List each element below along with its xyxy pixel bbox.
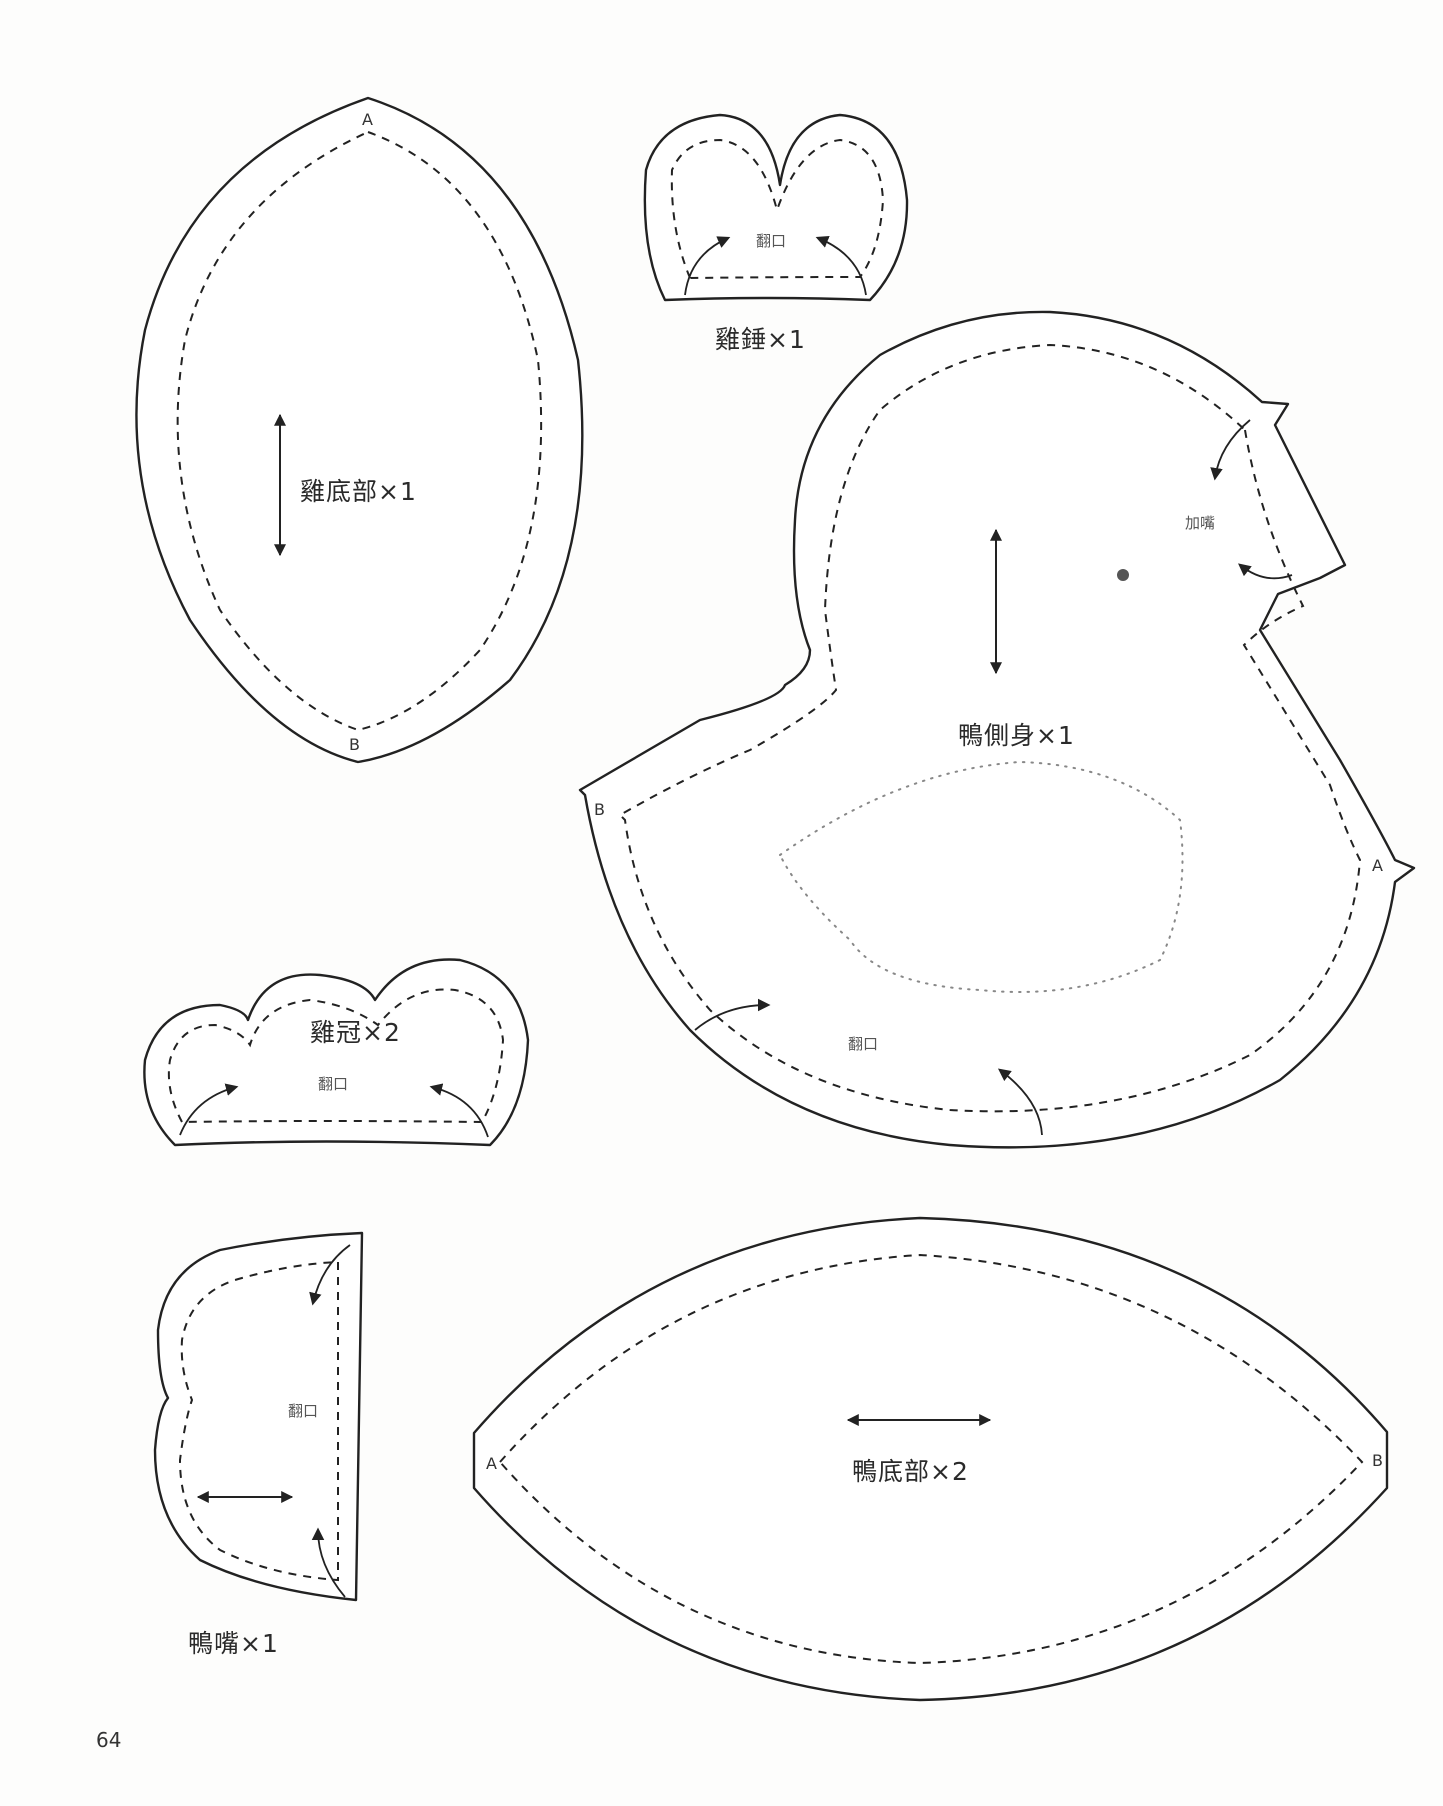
chicken-bottom-label: 雞底部×1 bbox=[300, 477, 417, 506]
turn-arrow-icon bbox=[997, 1068, 1043, 1136]
duck-bottom-label: 鴨底部×2 bbox=[852, 1457, 969, 1486]
seam-mark-a: A bbox=[1372, 856, 1383, 875]
drumstick-piece bbox=[643, 113, 909, 302]
turn-arrow-icon bbox=[1238, 563, 1293, 580]
turn-arrow-icon bbox=[429, 1083, 489, 1138]
add-beak-label: 加嘴 bbox=[1185, 514, 1216, 532]
turning-opening-label: 翻口 bbox=[756, 232, 787, 250]
duck-side-body-label: 鴨側身×1 bbox=[958, 721, 1075, 750]
seam-mark-b: B bbox=[1372, 1451, 1383, 1470]
seam-mark-a: A bbox=[362, 110, 373, 129]
turn-arrow-icon bbox=[684, 236, 731, 296]
duck-side-body-piece bbox=[578, 310, 1416, 1149]
chicken-comb-piece bbox=[143, 958, 530, 1147]
turn-arrow-icon bbox=[815, 235, 867, 296]
page-number: 64 bbox=[96, 1728, 122, 1752]
turn-arrow-icon bbox=[694, 998, 771, 1031]
drumstick-label: 雞錘×1 bbox=[715, 325, 806, 354]
turn-arrow-icon bbox=[309, 1244, 351, 1306]
turn-arrow-icon bbox=[311, 1527, 346, 1598]
turn-arrow-icon bbox=[1210, 419, 1251, 481]
seam-mark-b: B bbox=[594, 800, 605, 819]
turning-opening-label: 翻口 bbox=[318, 1075, 349, 1093]
duck-beak-piece bbox=[153, 1231, 364, 1602]
turning-opening-label: 翻口 bbox=[848, 1035, 879, 1053]
seam-mark-a: A bbox=[486, 1454, 497, 1473]
chicken-bottom-piece bbox=[135, 96, 584, 764]
duck-beak-label: 鴨嘴×1 bbox=[188, 1629, 279, 1658]
chicken-comb-label: 雞冠×2 bbox=[310, 1018, 401, 1047]
duck-bottom-piece bbox=[472, 1216, 1389, 1702]
seam-mark-b: B bbox=[349, 735, 360, 754]
eye-dot-icon bbox=[1117, 569, 1129, 581]
turn-arrow-icon bbox=[179, 1083, 239, 1136]
turning-opening-label: 翻口 bbox=[288, 1402, 319, 1420]
